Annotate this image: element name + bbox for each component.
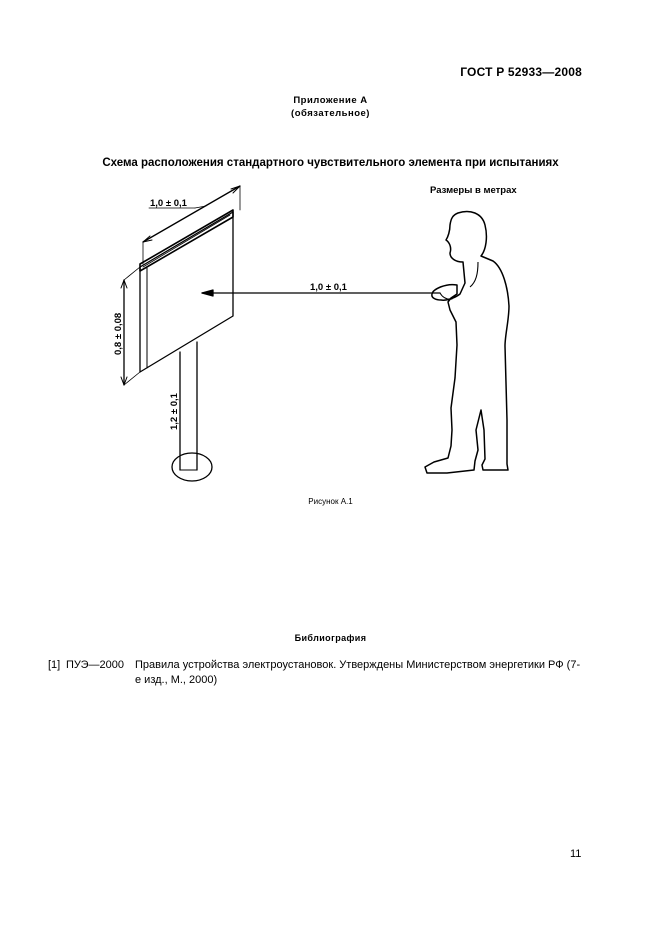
figure-heading: Схема расположения стандартного чувствит…	[102, 157, 559, 169]
units-note: Размеры в метрах	[430, 185, 517, 196]
appendix-title: Приложение А	[293, 95, 368, 106]
bibliography-entry-number: [1]	[48, 659, 61, 671]
appendix-status: (обязательное)	[291, 108, 370, 119]
document-standard-number: ГОСТ Р 52933—2008	[460, 65, 582, 79]
bibliography-entry-code: ПУЭ—2000	[66, 659, 125, 671]
post-dimension-label: 1,2 ± 0,1	[169, 392, 180, 430]
figure-diagram: 1,0 ± 0,1 0,8 ± 0,08 1,2 ± 0,1 1,0 ± 0,1…	[113, 185, 517, 482]
width-dimension-label: 1,0 ± 0,1	[150, 198, 188, 209]
height-dimension-label: 0,8 ± 0,08	[113, 313, 124, 355]
sensing-panel	[139, 211, 234, 373]
width-dimension-line	[142, 185, 241, 243]
page-number: 11	[570, 848, 582, 860]
post-base	[171, 452, 213, 482]
figure-caption: Рисунок А.1	[308, 497, 353, 506]
person-silhouette	[424, 210, 510, 474]
bibliography-title: Библиография	[294, 633, 367, 643]
sensing-strip	[139, 209, 234, 272]
distance-dimension-label: 1,0 ± 0,1	[310, 282, 348, 293]
bibliography-entry-text: Правила устройства электроустановок. Утв…	[135, 659, 581, 686]
